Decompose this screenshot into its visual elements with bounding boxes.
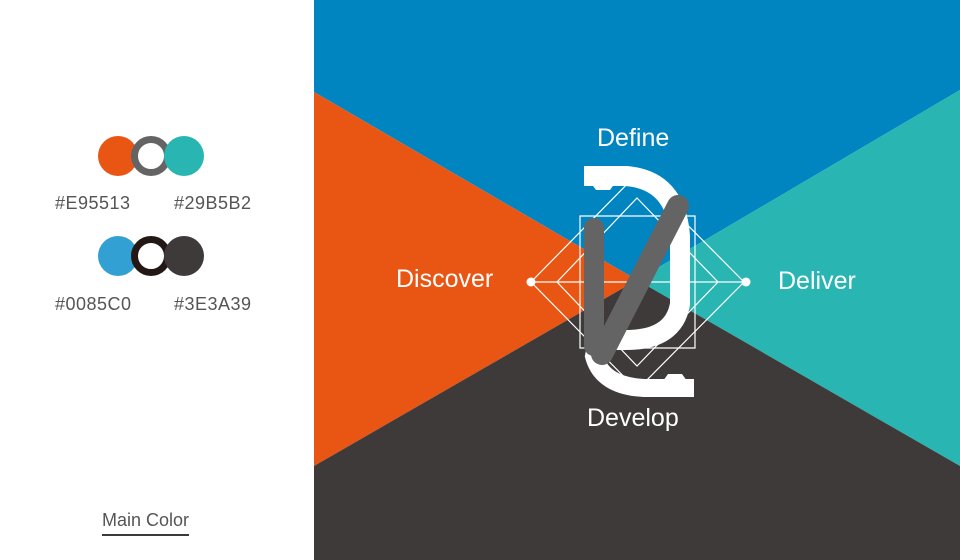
phase-label-discover: Discover	[396, 265, 494, 293]
swatch-row-warm	[98, 136, 206, 176]
hex-label-blue: #0085C0	[55, 294, 132, 314]
develop-region-dark	[314, 280, 960, 560]
phase-label-develop: Develop	[587, 404, 679, 432]
define-region-blue	[314, 0, 960, 280]
logo-mark	[584, 166, 694, 397]
swatch-teal	[164, 136, 204, 176]
node-right	[741, 277, 751, 287]
main-color-caption: Main Color	[102, 509, 190, 536]
discover-region-orange	[314, 92, 637, 466]
swatch-row-cool	[98, 236, 206, 276]
double-diamond-diagram: Define Discover Deliver Develop	[314, 0, 960, 560]
deliver-region-teal	[637, 90, 960, 466]
node-left	[526, 277, 536, 287]
hex-label-dark: #3E3A39	[174, 294, 252, 314]
diagram-graphic	[314, 0, 960, 560]
phase-label-define: Define	[597, 124, 670, 152]
swatch-dark-gray	[164, 236, 204, 276]
hex-label-orange: #E95513	[55, 193, 131, 213]
hex-label-teal: #29B5B2	[174, 193, 252, 213]
color-palette-panel: #E95513 #29B5B2 #0085C0 #3E3A39 Main Col…	[0, 0, 314, 560]
phase-label-deliver: Deliver	[778, 267, 856, 295]
